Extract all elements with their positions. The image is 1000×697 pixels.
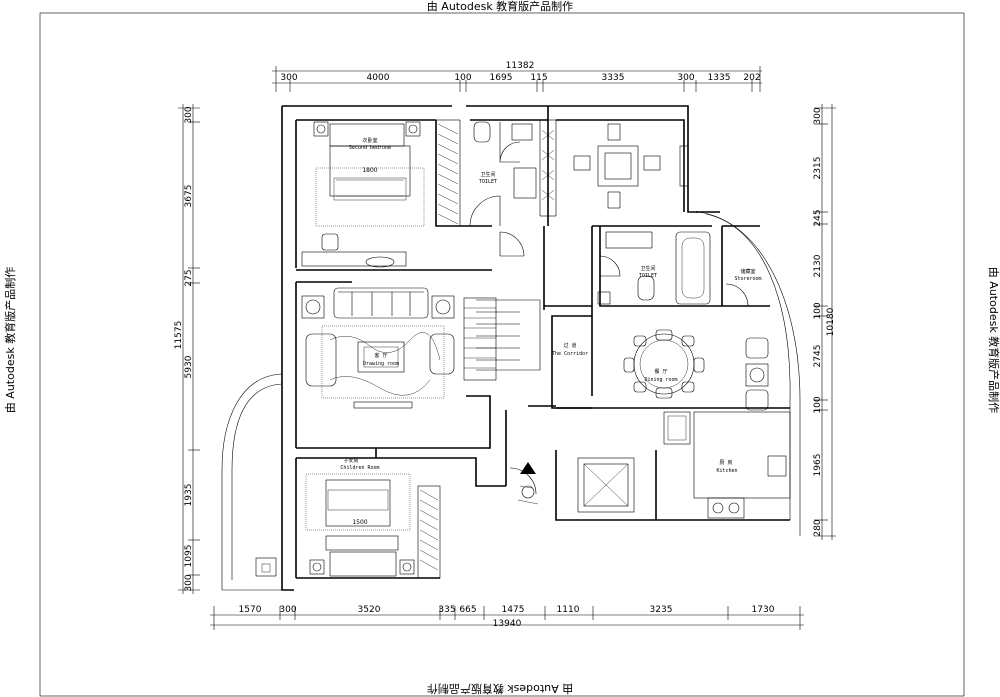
watermark-top: 由 Autodesk 教育版产品制作 (427, 0, 573, 13)
svg-text:1730: 1730 (752, 605, 775, 615)
dimension-top: 11382 300 4000 100 1695 115 3335 300 133… (272, 61, 762, 92)
svg-text:3675: 3675 (184, 185, 194, 208)
svg-text:Dining room: Dining room (644, 377, 677, 383)
svg-text:1095: 1095 (184, 545, 194, 568)
svg-text:300: 300 (677, 73, 694, 83)
bed-size-1500: 1500 (352, 519, 367, 526)
svg-text:餐 厅: 餐 厅 (654, 368, 667, 375)
dimension-right: 300 2315 245 2130 100 2745 100 1965 280 … (813, 104, 836, 540)
drawing-frame (39, 12, 965, 697)
watermark-bottom: 由 Autodesk 教育版产品制作 (427, 682, 573, 696)
svg-text:Kitchen: Kitchen (716, 468, 737, 474)
svg-text:300: 300 (279, 605, 296, 615)
svg-text:5930: 5930 (184, 355, 194, 378)
bed-size-1800: 1800 (362, 167, 377, 174)
svg-text:子女房: 子女房 (343, 457, 358, 464)
svg-text:300: 300 (184, 106, 194, 123)
drawing-room: 客 厅 Drawing room (301, 287, 497, 409)
svg-text:245: 245 (813, 209, 823, 226)
corridor: 过 道 The Corridor (499, 231, 588, 505)
toilet-1: 卫生间 TOILET (469, 119, 557, 227)
svg-text:1935: 1935 (184, 484, 194, 507)
svg-text:275: 275 (184, 269, 194, 286)
svg-text:202: 202 (743, 73, 760, 83)
svg-text:300: 300 (813, 107, 823, 124)
dim-top-total: 11382 (506, 61, 535, 71)
balcony-fixture (255, 557, 277, 577)
svg-text:1695: 1695 (490, 73, 513, 83)
svg-text:2130: 2130 (813, 254, 823, 277)
svg-text:过 道: 过 道 (563, 342, 576, 349)
dimension-left: 11575 300 3675 275 5930 1935 1095 300 (174, 104, 200, 594)
dining-room: 餐 厅 Dining room (623, 329, 769, 411)
svg-text:The Corridor: The Corridor (552, 351, 588, 357)
svg-text:储藏室: 储藏室 (740, 268, 755, 275)
svg-text:300: 300 (280, 73, 297, 83)
svg-text:665: 665 (459, 605, 476, 615)
svg-text:卫生间: 卫生间 (480, 171, 495, 178)
children-room: 子女房 Children Room 1500 (305, 457, 441, 579)
entrance-arrow-icon (520, 462, 536, 474)
svg-text:1335: 1335 (708, 73, 731, 83)
watermark-left: 由 Autodesk 教育版产品制作 (3, 267, 17, 413)
svg-text:Second bedroom: Second bedroom (349, 145, 391, 151)
dim-left-total: 11575 (174, 321, 184, 350)
svg-text:1965: 1965 (813, 454, 823, 477)
lift-shaft (476, 299, 635, 513)
second-bedroom: 次卧室 Second bedroom 1800 (301, 119, 461, 268)
svg-text:2745: 2745 (813, 345, 823, 368)
svg-text:厨 房: 厨 房 (719, 459, 732, 466)
svg-text:Storeroom: Storeroom (734, 276, 761, 282)
svg-text:100: 100 (813, 302, 823, 319)
dimension-bottom: 1570 300 3520 335 665 1475 1110 3235 173… (210, 605, 804, 630)
svg-text:1475: 1475 (502, 605, 525, 615)
svg-text:Drawing room: Drawing room (363, 361, 399, 367)
svg-text:100: 100 (813, 396, 823, 413)
svg-text:客 厅: 客 厅 (374, 352, 387, 359)
svg-text:Children Room: Children Room (340, 465, 379, 471)
svg-text:300: 300 (184, 574, 194, 591)
toilet-2: 卫生间 TOILET (597, 231, 711, 305)
svg-text:335: 335 (438, 605, 455, 615)
svg-text:280: 280 (813, 519, 823, 536)
svg-text:100: 100 (454, 73, 471, 83)
svg-text:3235: 3235 (650, 605, 673, 615)
svg-text:1570: 1570 (239, 605, 262, 615)
svg-text:卫生间: 卫生间 (640, 265, 655, 272)
storeroom: 储藏室 Storeroom (725, 268, 762, 307)
svg-text:115: 115 (530, 73, 547, 83)
svg-text:TOILET: TOILET (639, 273, 657, 279)
svg-text:4000: 4000 (367, 73, 390, 83)
svg-text:3520: 3520 (358, 605, 381, 615)
svg-text:TOILET: TOILET (479, 179, 497, 185)
kitchen: 厨 房 Kitchen (663, 411, 791, 519)
dim-bottom-total: 13940 (493, 619, 522, 629)
game-room (573, 123, 689, 209)
svg-text:次卧室: 次卧室 (362, 137, 377, 144)
svg-text:2315: 2315 (813, 157, 823, 180)
dim-right-total: 10180 (826, 307, 836, 336)
svg-text:1110: 1110 (557, 605, 580, 615)
watermark-right: 由 Autodesk 教育版产品制作 (987, 267, 1000, 413)
svg-text:3335: 3335 (602, 73, 625, 83)
